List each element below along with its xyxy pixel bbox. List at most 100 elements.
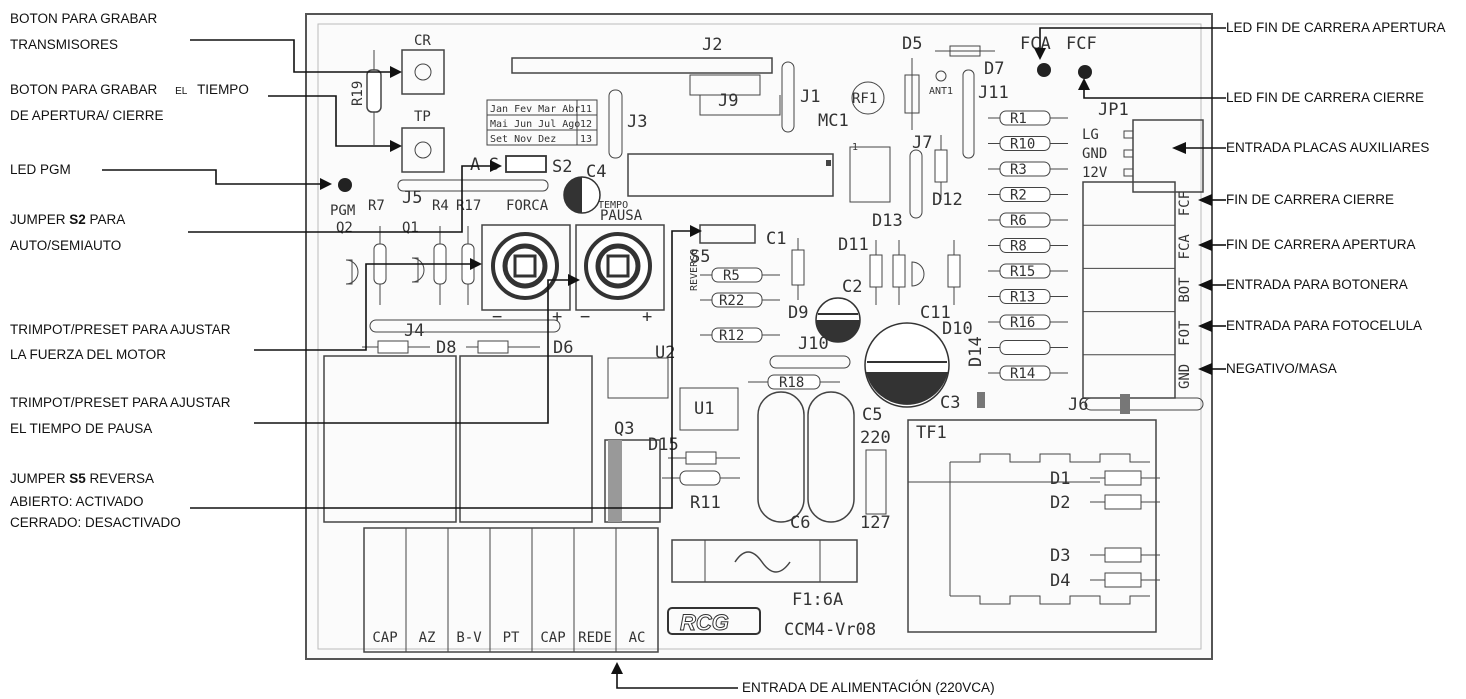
resistor-r14: R14	[988, 365, 1068, 382]
d9-text: D9	[788, 303, 808, 323]
a-text: A	[470, 155, 480, 175]
label-botonera: ENTRADA PARA BOTONERA	[1226, 277, 1408, 292]
c1-text: C1	[766, 229, 786, 249]
c3-text: C3	[940, 393, 960, 413]
d4-text: D4	[1050, 571, 1070, 591]
jp1-pin-lg: LG	[1082, 127, 1099, 143]
label-tp-line1-a: BOTON PARA GRABAR	[10, 82, 158, 97]
r18-text: R18	[779, 375, 804, 391]
label-fca-led: LED FIN DE CARRERA APERTURA	[1226, 20, 1446, 35]
resistor-r6: R6	[988, 212, 1068, 229]
svg-text:13: 13	[580, 134, 592, 145]
d5-text: D5	[902, 34, 922, 54]
d11-text: D11	[838, 235, 869, 255]
q2-text: Q2	[336, 220, 353, 236]
pausa-text: PAUSA	[600, 208, 643, 224]
d13-text: D13	[872, 211, 903, 231]
fuse-text: F1:6A	[792, 590, 843, 610]
resistor-r13: R13	[988, 289, 1068, 306]
resistor-r3: R3	[988, 161, 1068, 178]
reverso-text: REVERSO	[689, 249, 700, 291]
fcf-text: FCF	[1066, 34, 1097, 54]
terminal-cap: CAP	[540, 630, 565, 646]
tf1-transformer	[907, 419, 1157, 633]
resistor-unlabeled	[988, 340, 1068, 355]
r5-text: R5	[723, 268, 740, 284]
tf1-text: TF1	[916, 423, 947, 443]
s2-text: S2	[552, 157, 572, 177]
r4-text: R4	[432, 198, 449, 214]
resistor-r2: R2	[988, 187, 1068, 204]
version-text: CCM4-Vr08	[784, 620, 876, 640]
u2-text: U2	[655, 343, 675, 363]
label-fc-cierre: FIN DE CARRERA CIERRE	[1226, 192, 1395, 207]
j1-text: J1	[800, 87, 820, 107]
rcg-logo	[667, 607, 761, 635]
label-pause-line2: EL TIEMPO DE PAUSA	[10, 421, 153, 436]
j7-text: J7	[912, 133, 932, 153]
label-cr-line1: BOTON PARA GRABAR	[10, 11, 158, 26]
tempo-text: TEMPO	[598, 200, 628, 211]
terminal-az: AZ	[419, 630, 436, 646]
v220-text: 220	[860, 428, 891, 448]
months-table: Jan Fev Mar Abr Mai Jun Jul Ago Set Nov …	[486, 99, 598, 146]
r22-text: R22	[719, 293, 744, 309]
trimpot-pausa: − +	[575, 224, 665, 327]
tp-button	[401, 127, 445, 173]
jp1-pin-12v: 12V	[1082, 165, 1108, 181]
j3-text: J3	[627, 112, 647, 132]
label-s5-line1: JUMPER S5 REVERSA	[10, 471, 155, 486]
d8-text: D8	[436, 338, 456, 358]
label-fcf-led: LED FIN DE CARRERA CIERRE	[1226, 90, 1425, 105]
label-s2-line1: JUMPER S2 PARA	[10, 212, 126, 227]
j2-connector	[511, 57, 773, 74]
u1-text: U1	[694, 399, 714, 419]
mc1-text: MC1	[818, 111, 849, 131]
s2-jumper	[505, 155, 547, 173]
svg-text:−: −	[580, 307, 590, 327]
svg-text:+: +	[642, 307, 652, 327]
r11-text: R11	[690, 493, 721, 513]
fcf-led	[1078, 65, 1092, 79]
label-s5-line2: ABIERTO: ACTIVADO	[10, 494, 144, 509]
j11-text: J11	[978, 83, 1009, 103]
s5-jumper	[699, 224, 756, 244]
svg-text:11: 11	[580, 104, 592, 115]
label-power-input: ENTRADA DE ALIMENTACIÓN (220VCA)	[742, 680, 995, 695]
relay-2	[459, 355, 593, 523]
d10-text: D10	[942, 319, 973, 339]
label-tp-line1-c: TIEMPO	[197, 82, 249, 97]
d15-text: D15	[648, 435, 679, 455]
svg-text:R8: R8	[1010, 239, 1027, 255]
forca-text: FORCA	[506, 198, 549, 214]
trimpot-forca: − +	[481, 224, 571, 327]
resistor-r10: R10	[988, 136, 1068, 153]
label-fotocelula: ENTRADA PARA FOTOCELULA	[1226, 318, 1423, 333]
ant1-text: ANT1	[929, 86, 953, 97]
fca-text: FCA	[1020, 34, 1051, 54]
j10-text: J10	[798, 334, 829, 354]
svg-text:−: −	[492, 307, 502, 327]
c5-text: C5	[862, 405, 882, 425]
j2-text: J2	[702, 35, 722, 55]
j5-text: J5	[402, 188, 422, 208]
svg-text:Set Nov Dez: Set Nov Dez	[490, 134, 556, 145]
resistor-r16: R16	[988, 314, 1068, 331]
terminal-pt: PT	[503, 630, 520, 646]
r17-text: R17	[456, 198, 481, 214]
j6-text: J6	[1068, 395, 1088, 415]
label-led-pgm: LED PGM	[10, 162, 71, 177]
label-fc-apertura: FIN DE CARRERA APERTURA	[1226, 237, 1416, 252]
svg-text:R1: R1	[1010, 111, 1027, 127]
terminal-ac: AC	[629, 630, 646, 646]
label-aux: ENTRADA PLACAS AUXILIARES	[1226, 140, 1430, 155]
resistor-r15: R15	[988, 263, 1068, 280]
v127-text: 127	[860, 513, 891, 533]
svg-text:R15: R15	[1010, 264, 1035, 280]
jp1-text: JP1	[1098, 100, 1129, 120]
pgm-led	[338, 178, 352, 192]
d1-text: D1	[1050, 469, 1070, 489]
